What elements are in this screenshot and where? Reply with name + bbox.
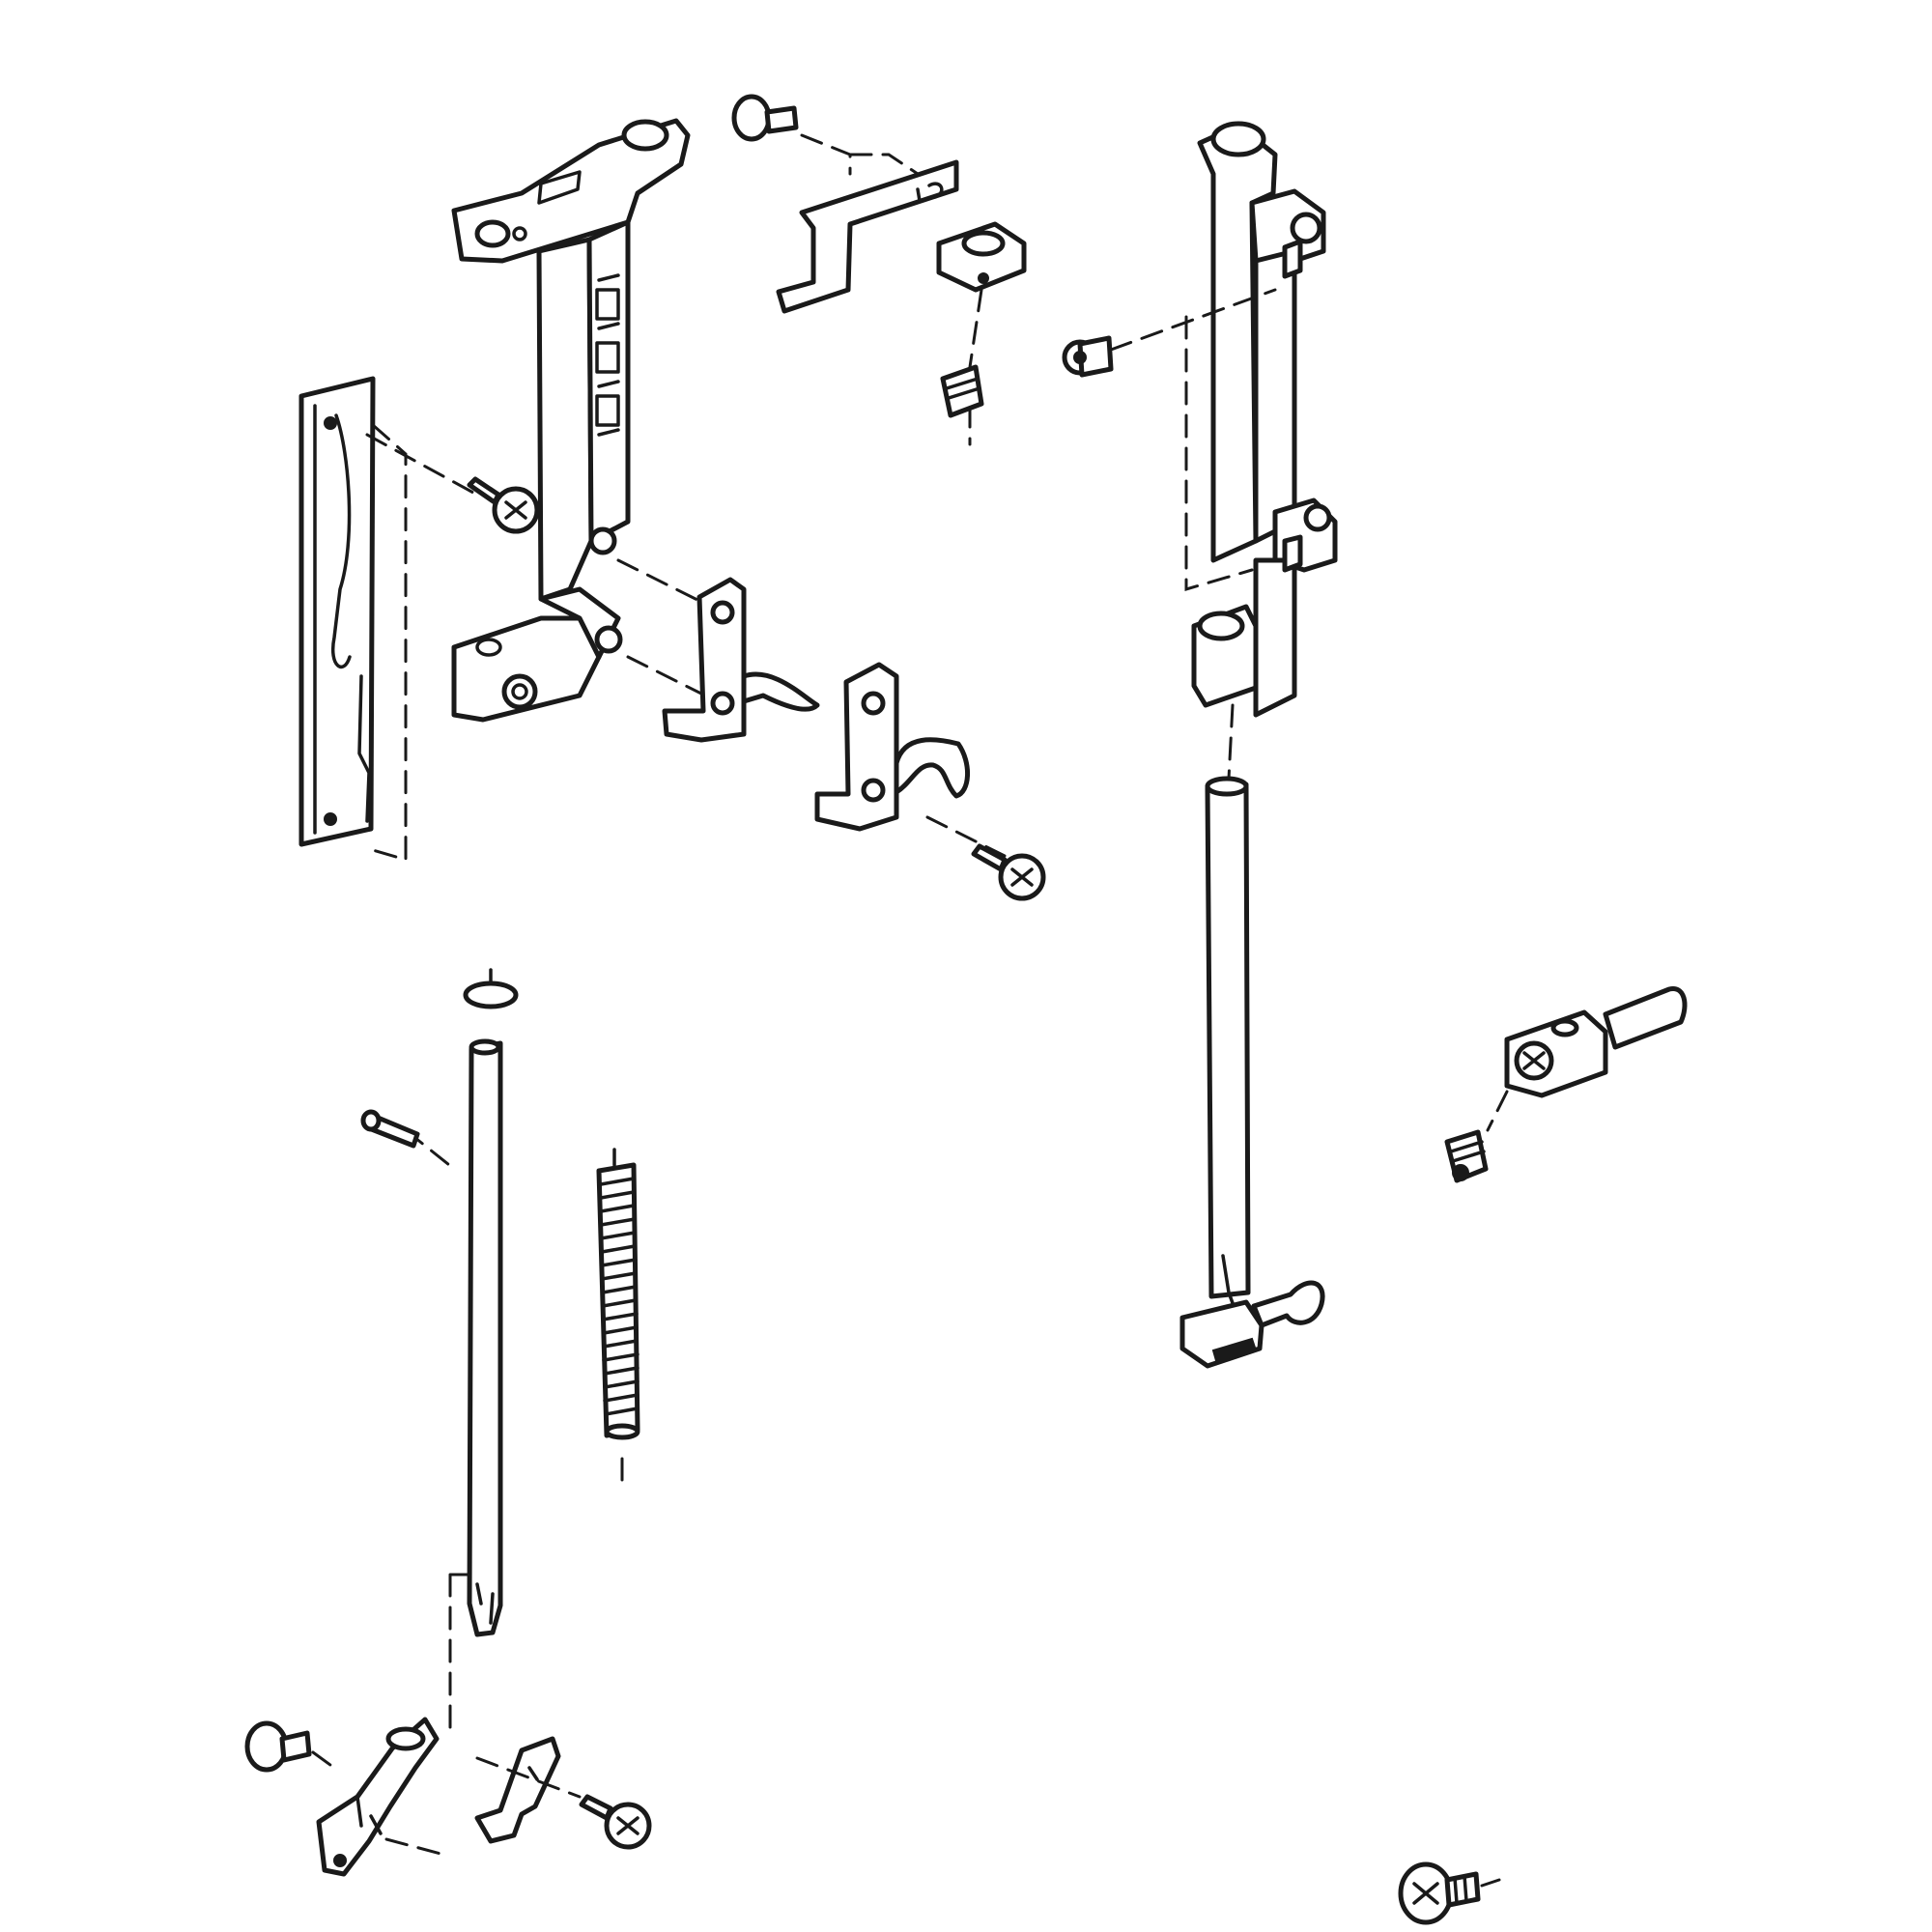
screw-guide-line-1 [365,433,475,495]
hook-guide-line-1 [616,558,717,611]
presser-bar-collar [463,968,519,1009]
frame-screw-guide-line [1109,288,1277,352]
bracket-guide-lines [311,1750,446,1857]
hook-guide-line-2 [626,655,707,697]
thread-hook-lower [814,662,971,832]
needle-bar-support-block [936,221,1027,293]
cover-plate-guide-line [371,423,408,863]
hook-screw-guide-line [925,815,1007,858]
frame-mount-guide-line [1184,315,1254,592]
thread-guide-bracket [776,159,959,314]
needle-bar [1179,776,1325,1369]
needle-bar-frame [451,118,691,723]
bracket-screw-left-icon [244,1720,312,1773]
loose-screw-guide-line [1480,1878,1501,1888]
connector-set-screw-icon [1444,1129,1489,1183]
presser-bar [467,1038,503,1637]
presser-spring [596,1148,640,1440]
clip-guide-line [475,1756,582,1799]
loose-thumb-screw-icon [1398,1861,1481,1925]
needle-clamp-connector [1504,986,1688,1098]
connector-screw-guide-line [1486,1090,1509,1132]
bracket-screw-icon [731,94,799,142]
frame-screw-icon [467,476,540,534]
clip-screw-icon [579,1794,652,1850]
block-set-screw-icon [940,364,984,418]
bracket-guide-line [800,133,920,176]
block-set-screw-line [968,288,983,446]
frame-set-screw-icon [1062,335,1114,378]
presser-bar-lower-guide-line [448,1573,471,1741]
thread-guide-clip [474,1736,561,1844]
thread-hook-upper [662,577,820,743]
presser-bar-guide-line [1227,703,1235,781]
presser-bar-guide-frame [1191,121,1338,718]
hook-screw-icon [971,843,1046,901]
frame-cover-plate [298,376,376,847]
presser-foot-bracket [316,1717,440,1877]
presser-bar-pin-icon [360,1109,420,1149]
